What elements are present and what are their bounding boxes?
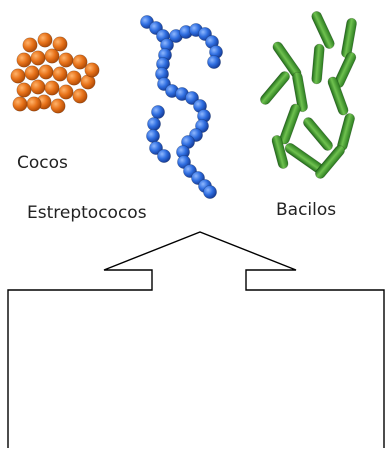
coccus-cell bbox=[31, 51, 45, 65]
coccus-cell bbox=[38, 33, 52, 47]
coccus-cell bbox=[73, 55, 87, 69]
coccus-cell bbox=[17, 53, 31, 67]
bacillus-cell bbox=[310, 10, 336, 50]
coccus-cell bbox=[51, 99, 65, 113]
bacillus-cell bbox=[301, 115, 334, 152]
coccus-cell bbox=[11, 69, 25, 83]
coccus-cell bbox=[53, 37, 67, 51]
up-arrow-callout-box bbox=[8, 232, 384, 448]
bacillus-cell bbox=[326, 75, 349, 116]
streptococcus-cell bbox=[203, 185, 216, 198]
coccus-cell bbox=[45, 49, 59, 63]
estreptococos-label: Estreptococos bbox=[27, 203, 147, 223]
cocci-cluster-icon bbox=[11, 33, 99, 113]
bacillus-cell bbox=[311, 44, 324, 85]
coccus-cell bbox=[85, 63, 99, 77]
coccus-cell bbox=[53, 67, 67, 81]
coccus-cell bbox=[59, 85, 73, 99]
streptococcus-cell bbox=[157, 149, 170, 162]
bacilos-label: Bacilos bbox=[276, 200, 336, 220]
cocos-label: Cocos bbox=[17, 153, 68, 173]
coccus-cell bbox=[23, 38, 37, 52]
coccus-cell bbox=[59, 53, 73, 67]
streptococcus-cell bbox=[146, 129, 159, 142]
bacilli-rods-icon bbox=[258, 10, 357, 181]
coccus-cell bbox=[25, 66, 39, 80]
coccus-cell bbox=[67, 71, 81, 85]
coccus-cell bbox=[73, 89, 87, 103]
coccus-cell bbox=[39, 65, 53, 79]
streptococci-chain-icon bbox=[140, 15, 222, 198]
streptococcus-cell bbox=[151, 105, 164, 118]
coccus-cell bbox=[13, 97, 27, 111]
bacillus-cell bbox=[258, 69, 291, 106]
coccus-cell bbox=[31, 80, 45, 94]
streptococcus-cell bbox=[207, 55, 220, 68]
coccus-cell bbox=[45, 81, 59, 95]
coccus-cell bbox=[27, 97, 41, 111]
coccus-cell bbox=[17, 83, 31, 97]
streptococcus-cell bbox=[147, 117, 160, 130]
